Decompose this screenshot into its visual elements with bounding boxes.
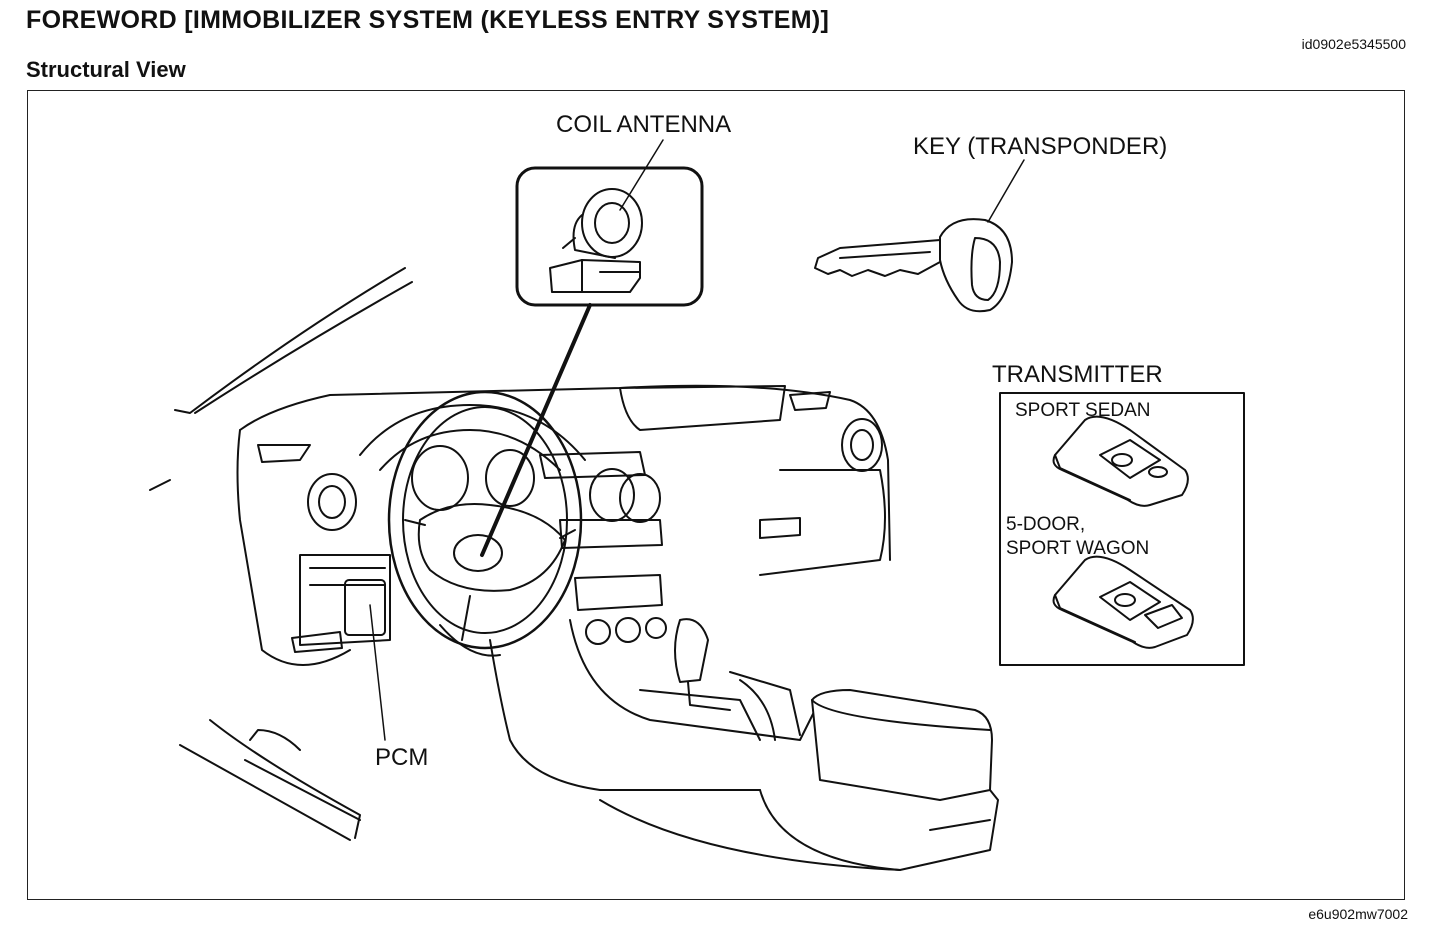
transmitter-box: [999, 392, 1245, 666]
pcm-label: PCM: [375, 744, 429, 771]
steering-wheel: [387, 390, 583, 650]
five-door-label: 5-DOOR,: [1006, 514, 1086, 535]
dashboard: [236, 384, 891, 666]
key-transponder-label: KEY (TRANSPONDER): [913, 133, 1168, 160]
coil-antenna-inset: [515, 166, 704, 307]
figure-id: e6u902mw7002: [1308, 906, 1408, 922]
transmitter-label: TRANSMITTER: [992, 361, 1163, 388]
section-heading: Structural View: [26, 57, 186, 82]
document-id: id0902e5345500: [1301, 36, 1406, 52]
sport-sedan-label: SPORT SEDAN: [1015, 400, 1151, 421]
center-console: [569, 618, 999, 871]
diagram-frame: [27, 90, 1405, 900]
coil-antenna-label: COIL ANTENNA: [556, 111, 732, 138]
sport-wagon-label: SPORT WAGON: [1006, 538, 1150, 559]
page-title: FOREWORD [IMMOBILIZER SYSTEM (KEYLESS EN…: [26, 6, 830, 34]
key-illustration: [814, 159, 1025, 313]
